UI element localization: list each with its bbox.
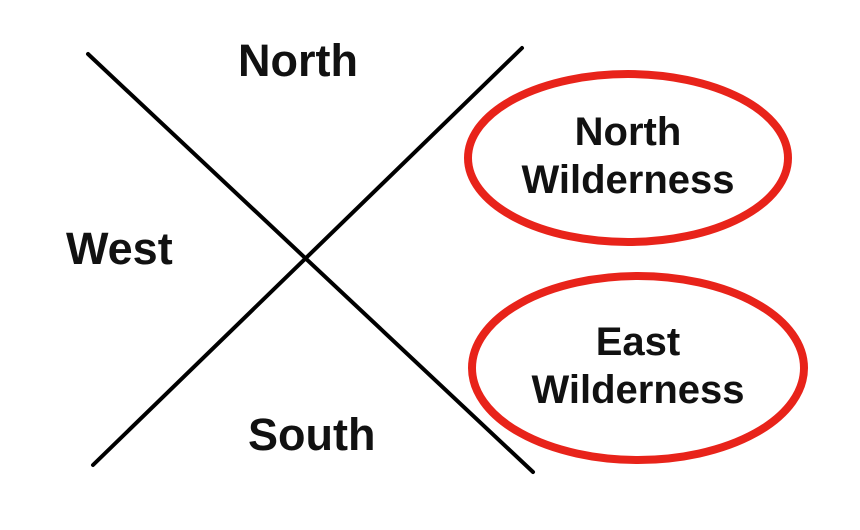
east-wilderness-label: East Wilderness (478, 318, 798, 414)
east-wilderness-oval (468, 272, 808, 464)
east-wilderness-line1: East (595, 320, 681, 364)
east-wilderness-line2: Wilderness (531, 368, 745, 412)
north-wilderness-line1: North (574, 110, 682, 154)
north-wilderness-line2: Wilderness (521, 158, 735, 202)
diagonal-line-ne-sw (91, 46, 524, 467)
north-label: North (238, 35, 358, 86)
diagonal-line-nw-se (86, 52, 535, 474)
north-wilderness-label: North Wilderness (468, 108, 788, 204)
west-label: West (66, 223, 173, 274)
south-label: South (248, 409, 376, 460)
north-wilderness-oval (464, 70, 792, 246)
